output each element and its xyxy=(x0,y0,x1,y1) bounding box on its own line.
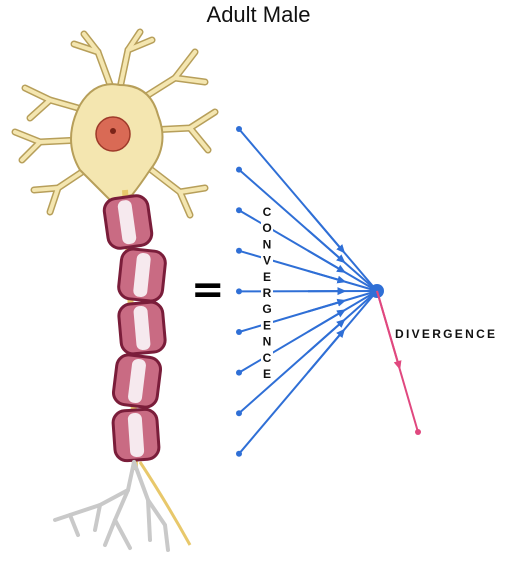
input-endpoint xyxy=(236,410,242,417)
convergence-letter: V xyxy=(263,254,271,268)
convergence-letter: C xyxy=(263,351,272,365)
myelin-sheaths xyxy=(102,194,167,463)
input-endpoint xyxy=(236,207,242,214)
convergence-letter: R xyxy=(263,286,272,300)
input-arrow xyxy=(307,328,346,374)
convergence-letter: E xyxy=(263,318,271,332)
input-endpoint xyxy=(236,288,242,295)
figure-title: Adult Male xyxy=(206,2,311,27)
convergence-letter: G xyxy=(262,302,271,316)
divergence-label: DIVERGENCE xyxy=(395,327,497,341)
input-arrow xyxy=(307,229,346,264)
convergence-letter: N xyxy=(263,335,272,349)
neuron-illustration xyxy=(11,28,219,552)
convergence-letter: O xyxy=(262,221,271,235)
input-arrow xyxy=(307,209,346,254)
input-arrow xyxy=(307,298,347,313)
convergence-letter: N xyxy=(263,237,272,251)
input-lines xyxy=(236,126,378,457)
input-endpoint xyxy=(236,126,242,132)
axon-terminals xyxy=(53,460,170,552)
input-endpoint xyxy=(236,247,242,254)
input-endpoint xyxy=(236,369,242,376)
input-endpoint xyxy=(236,166,242,173)
convergence-letter: E xyxy=(263,270,271,284)
dendrites-fill xyxy=(13,30,217,217)
convergence-letter: E xyxy=(263,367,271,381)
input-endpoint xyxy=(236,329,242,335)
input-arrow xyxy=(307,269,347,284)
input-arrow xyxy=(307,309,346,333)
equals-sign: = xyxy=(191,267,225,313)
convergence-letter: C xyxy=(263,205,272,219)
input-arrow xyxy=(307,318,346,353)
input-endpoint xyxy=(236,450,242,457)
output-endpoint xyxy=(415,429,421,435)
input-arrow xyxy=(307,249,346,273)
